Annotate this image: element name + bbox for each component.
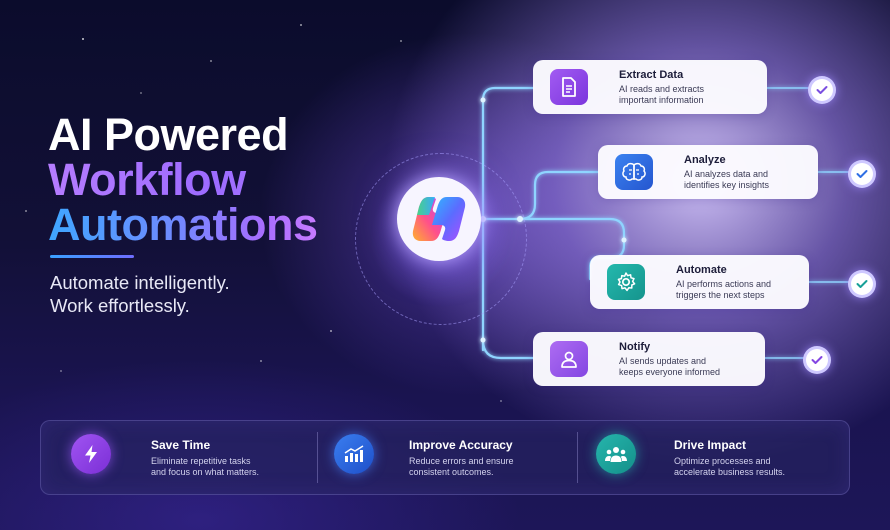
brain-icon [622,162,646,181]
benefit-icon-badge [71,434,111,474]
benefit-desc-line: Optimize processes and [674,456,771,466]
document-icon [562,77,576,97]
check-badge [803,346,831,374]
check-badge [848,270,876,298]
headline: AI Powered Workflow Automations [48,112,318,247]
checkmark-icon [856,280,868,288]
tagline: Automate intelligently. Work effortlessl… [50,271,230,317]
step-card-notify[interactable]: Notify AI sends updates and keeps everyo… [533,332,765,386]
benefit-desc-line: accelerate business results. [674,467,786,477]
benefit-icon-badge [596,434,636,474]
checkmark-icon [811,356,823,364]
step-title: Analyze [684,154,726,166]
check-badge [848,160,876,188]
benefit-desc-line: and focus on what matters. [151,467,260,477]
step-desc-line: AI reads and extracts [619,84,705,94]
hub-ring [355,153,527,325]
step-card-analyze[interactable]: Analyze AI analyzes data and identifies … [598,145,818,199]
checkmark-icon [856,170,868,178]
benefit-divider [317,432,318,483]
step-icon-badge [615,154,653,190]
copilot-logo-icon [412,197,466,241]
benefit-description: Optimize processes and accelerate busine… [674,456,785,478]
headline-line-3: Automations [48,199,318,250]
checkmark-icon [816,86,828,94]
step-card-extract-data[interactable]: Extract Data AI reads and extracts impor… [533,60,767,114]
lightning-icon [85,445,97,463]
team-icon [605,447,627,462]
step-icon-badge [550,341,588,377]
connector-notify [481,338,535,360]
step-title: Automate [676,264,727,276]
step-description: AI sends updates and keeps everyone info… [619,356,759,378]
benefit-desc-line: Reduce errors and ensure [409,456,514,466]
step-desc-line: triggers the next steps [676,290,765,300]
hub [397,177,481,261]
benefit-icon-badge [334,434,374,474]
step-desc-line: AI analyzes data and [684,169,769,179]
step-desc-line: AI sends updates and [619,356,707,366]
benefits-bar: Save Time Eliminate repetitive tasks and… [40,420,850,495]
step-title: Extract Data [619,69,684,81]
step-card-automate[interactable]: Automate AI performs actions and trigger… [590,255,809,309]
headline-line-2: Workflow [48,157,318,202]
connector-extract [481,86,535,102]
step-desc-line: AI performs actions and [676,279,772,289]
tagline-line-2: Work effortlessly. [50,295,190,316]
step-desc-line: keeps everyone informed [619,367,721,377]
benefit-desc-line: Eliminate repetitive tasks [151,456,251,466]
step-icon-badge [607,264,645,300]
tagline-line-1: Automate intelligently. [50,272,230,293]
accent-divider [50,255,134,258]
benefit-description: Reduce errors and ensure consistent outc… [409,456,514,478]
benefit-divider [577,432,578,483]
benefit-title: Improve Accuracy [409,438,513,452]
benefit-title: Save Time [151,438,211,452]
step-description: AI reads and extracts important informat… [619,84,759,106]
benefit-drive-impact: Drive Impact Optimize processes and acce… [578,421,848,494]
benefit-description: Eliminate repetitive tasks and focus on … [151,456,259,478]
step-title: Notify [619,341,651,353]
step-desc-line: identifies key insights [684,180,770,190]
step-desc-line: important information [619,95,704,105]
user-icon [561,351,577,368]
headline-line-1: AI Powered [48,109,289,160]
bar-chart-icon [344,445,364,462]
step-description: AI performs actions and triggers the nex… [676,279,816,301]
step-icon-badge [550,69,588,105]
gear-icon [617,272,636,292]
step-description: AI analyzes data and identifies key insi… [684,169,824,191]
benefit-save-time: Save Time Eliminate repetitive tasks and… [41,421,316,494]
benefit-title: Drive Impact [674,438,747,452]
benefit-improve-accuracy: Improve Accuracy Reduce errors and ensur… [318,421,576,494]
check-badge [808,76,836,104]
benefit-desc-line: consistent outcomes. [409,467,494,477]
